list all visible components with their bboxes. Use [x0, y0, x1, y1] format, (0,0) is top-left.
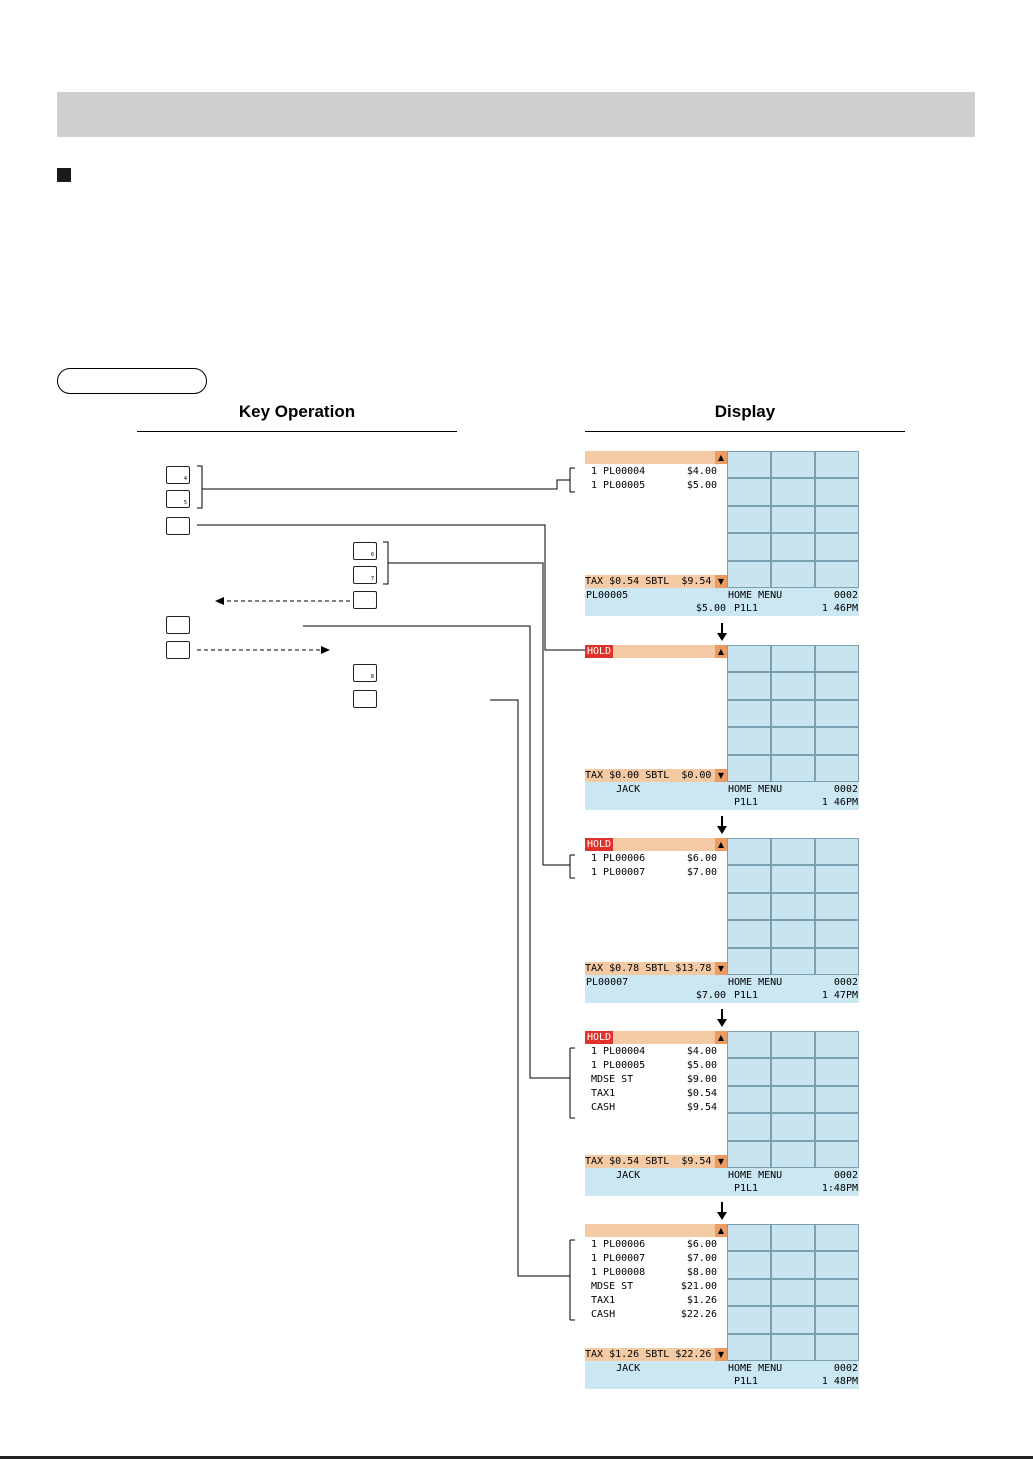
tax-subtotal-bar: TAX $0.54 SBTL $9.54▼: [585, 1155, 727, 1168]
key-cash[interactable]: [166, 616, 190, 634]
list-item: TAX1$0.54: [585, 1088, 717, 1099]
screen-top-bar: [585, 838, 727, 851]
scroll-up-icon[interactable]: ▲: [715, 645, 727, 658]
key-hold-2[interactable]: [353, 591, 377, 609]
key-7[interactable]: 7: [353, 566, 377, 584]
display-screen-3: HOLD ▲ 1 PL00006$6.00 1 PL00007$7.00 TAX…: [585, 838, 859, 1003]
display-screen-2: HOLD ▲ TAX $0.00 SBTL $0.00▼ JACK HOME M…: [585, 645, 859, 810]
square-bullet-icon: [57, 168, 71, 182]
example-pill-label: [57, 368, 207, 394]
scroll-up-icon[interactable]: ▲: [715, 1224, 727, 1237]
menu-key-grid[interactable]: [727, 645, 859, 782]
key-operation-rule: [137, 431, 457, 432]
menu-key-grid[interactable]: [727, 451, 859, 588]
scroll-down-icon[interactable]: ▼: [715, 769, 727, 782]
down-arrow-icon: [717, 623, 727, 641]
list-item: CASH$9.54: [585, 1102, 717, 1113]
screen-top-bar: [585, 451, 727, 464]
list-item: 1 PL00004$4.00: [585, 466, 717, 477]
item-lines: 1 PL00006$6.00 1 PL00007$7.00: [585, 852, 727, 880]
section-header-bar: [57, 92, 975, 137]
item-lines: 1 PL00004$4.00 1 PL00005$5.00: [585, 465, 727, 493]
tax-subtotal-bar: TAX $0.54 SBTL $9.54▼: [585, 575, 727, 588]
list-item: TAX1$1.26: [585, 1295, 717, 1306]
item-lines: 1 PL00006$6.00 1 PL00007$7.00 1 PL00008$…: [585, 1238, 727, 1322]
hold-badge: HOLD: [585, 1031, 614, 1044]
screen-top-bar: [585, 1224, 727, 1237]
key-6[interactable]: 6: [353, 542, 377, 560]
scroll-up-icon[interactable]: ▲: [715, 451, 727, 464]
tax-subtotal-bar: TAX $0.78 SBTL $13.78▼: [585, 962, 727, 975]
list-item: MDSE ST$9.00: [585, 1074, 717, 1085]
list-item: 1 PL00005$5.00: [585, 1060, 717, 1071]
tax-subtotal-bar: TAX $1.26 SBTL $22.26▼: [585, 1348, 727, 1361]
status-bar: JACK HOME MENU 0002 P1L1 1 48PM: [585, 1361, 859, 1389]
hold-badge: HOLD: [585, 838, 614, 851]
scroll-up-icon[interactable]: ▲: [715, 838, 727, 851]
status-bar: PL00005 HOME MENU 0002 $5.00 P1L1 1 46PM: [585, 588, 859, 616]
list-item: 1 PL00006$6.00: [585, 1239, 717, 1250]
screen-top-bar: [585, 645, 727, 658]
list-item: 1 PL00008$8.00: [585, 1267, 717, 1278]
list-item: CASH$22.26: [585, 1309, 717, 1320]
list-item: 1 PL00007$7.00: [585, 1253, 717, 1264]
list-item: 1 PL00007$7.00: [585, 867, 717, 878]
down-arrow-icon: [717, 1009, 727, 1027]
key-operation-heading: Key Operation: [238, 402, 356, 421]
status-bar: JACK HOME MENU 0002 P1L1 1 46PM: [585, 782, 859, 810]
list-item: 1 PL00004$4.00: [585, 1046, 717, 1057]
scroll-up-icon[interactable]: ▲: [715, 1031, 727, 1044]
key-4[interactable]: 4: [166, 466, 190, 484]
down-arrow-icon: [717, 1202, 727, 1220]
key-8[interactable]: 8: [353, 664, 377, 682]
key-cash-2[interactable]: [353, 690, 377, 708]
key-hold[interactable]: [166, 517, 190, 535]
list-item: 1 PL00005$5.00: [585, 480, 717, 491]
footer-rule: [0, 1456, 1033, 1459]
menu-key-grid[interactable]: [727, 838, 859, 975]
scroll-down-icon[interactable]: ▼: [715, 575, 727, 588]
scroll-down-icon[interactable]: ▼: [715, 1155, 727, 1168]
display-screen-4: HOLD ▲ 1 PL00004$4.00 1 PL00005$5.00 MDS…: [585, 1031, 859, 1196]
list-item: MDSE ST$21.00: [585, 1281, 717, 1292]
scroll-down-icon[interactable]: ▼: [715, 962, 727, 975]
tax-subtotal-bar: TAX $0.00 SBTL $0.00▼: [585, 769, 727, 782]
hold-badge: HOLD: [585, 645, 614, 658]
status-bar: PL00007 HOME MENU 0002 $7.00 P1L1 1 47PM: [585, 975, 859, 1003]
status-bar: JACK HOME MENU 0002 P1L1 1:48PM: [585, 1168, 859, 1196]
key-recall[interactable]: [166, 641, 190, 659]
down-arrow-icon: [717, 816, 727, 834]
item-lines: 1 PL00004$4.00 1 PL00005$5.00 MDSE ST$9.…: [585, 1045, 727, 1115]
scroll-down-icon[interactable]: ▼: [715, 1348, 727, 1361]
display-screen-1: ▲ 1 PL00004$4.00 1 PL00005$5.00 TAX $0.5…: [585, 451, 859, 616]
menu-key-grid[interactable]: [727, 1224, 859, 1361]
screen-top-bar: [585, 1031, 727, 1044]
display-heading: Display: [714, 402, 776, 421]
display-screen-5: ▲ 1 PL00006$6.00 1 PL00007$7.00 1 PL0000…: [585, 1224, 859, 1389]
display-rule: [585, 431, 905, 432]
menu-key-grid[interactable]: [727, 1031, 859, 1168]
list-item: 1 PL00006$6.00: [585, 853, 717, 864]
key-5[interactable]: 5: [166, 490, 190, 508]
